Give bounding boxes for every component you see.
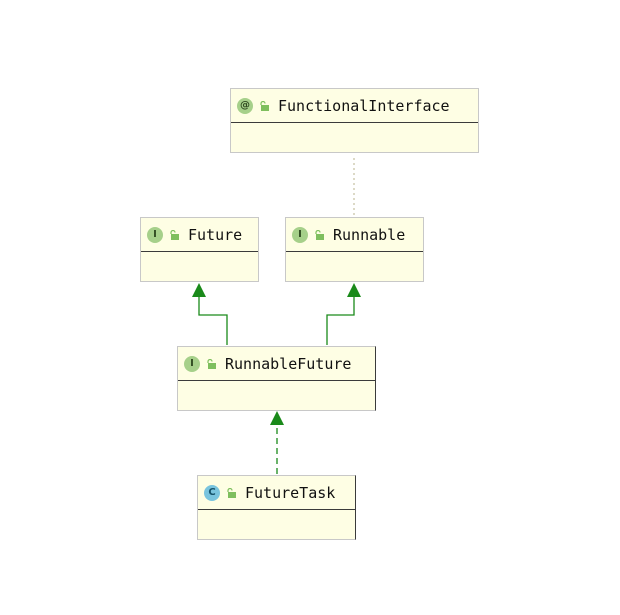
node-name: RunnableFuture: [225, 354, 352, 373]
node-name: FutureTask: [245, 483, 336, 502]
node-header: C FutureTask: [198, 476, 355, 510]
node-runnable[interactable]: I Runnable: [285, 217, 424, 282]
node-future-task[interactable]: C FutureTask: [197, 475, 356, 540]
node-header: I Runnable: [286, 218, 423, 252]
node-name: FunctionalInterface: [278, 96, 450, 115]
annotation-icon: @: [237, 97, 253, 114]
node-name: Future: [188, 225, 243, 244]
node-name: Runnable: [333, 225, 406, 244]
lock-icon: [227, 487, 236, 498]
node-future[interactable]: I Future: [140, 217, 259, 282]
extends-edge-runnable: [326, 296, 355, 345]
lock-icon: [170, 229, 179, 240]
extends-edge-future: [198, 296, 228, 345]
node-header: @ FunctionalInterface: [231, 89, 478, 123]
lock-icon: [260, 100, 269, 111]
lock-icon: [315, 229, 324, 240]
node-runnable-future[interactable]: I RunnableFuture: [177, 346, 376, 411]
implements-arrowhead: [270, 411, 284, 425]
node-functional-interface[interactable]: @ FunctionalInterface: [230, 88, 479, 153]
node-header: I RunnableFuture: [178, 347, 375, 381]
class-icon: C: [204, 484, 220, 501]
interface-icon: I: [147, 226, 163, 243]
interface-icon: I: [292, 226, 308, 243]
node-header: I Future: [141, 218, 258, 252]
lock-icon: [207, 358, 216, 369]
extends-arrowhead-runnable: [347, 283, 361, 297]
interface-icon: I: [184, 355, 200, 372]
extends-arrowhead-future: [192, 283, 206, 297]
